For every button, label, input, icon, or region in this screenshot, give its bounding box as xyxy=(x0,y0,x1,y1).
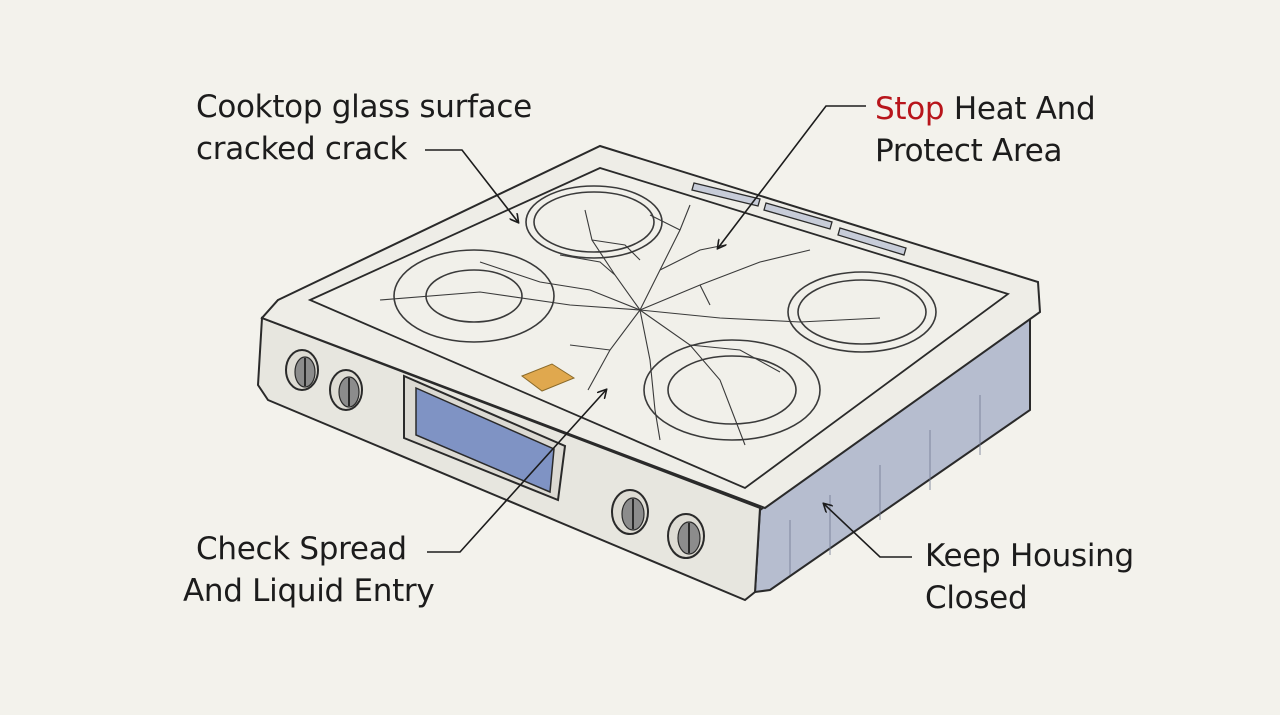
control-slots xyxy=(691,182,907,256)
glass-cracks xyxy=(379,204,881,446)
burner-back-left xyxy=(525,185,663,259)
leader-cooktop xyxy=(425,149,518,222)
control-knob-icon xyxy=(329,369,363,411)
burner-front-left xyxy=(393,249,555,343)
burners xyxy=(393,185,937,441)
label-stop-line2: Protect Area xyxy=(875,133,1063,169)
leader-keep xyxy=(824,504,912,558)
label-cooktop-cracked: Cooktop glass surface cracked crack xyxy=(196,86,532,170)
label-keep-housing: Keep Housing Closed xyxy=(925,535,1134,619)
label-stop-heat: Stop Heat And Protect Area xyxy=(875,88,1096,172)
hot-indicator-icon xyxy=(520,363,576,392)
label-keep-line2: Closed xyxy=(925,580,1028,616)
control-knob-icon xyxy=(285,349,319,391)
label-stop-line1-rest: Heat And xyxy=(944,91,1096,127)
control-knob-icon xyxy=(611,489,649,535)
label-keep-line1: Keep Housing xyxy=(925,538,1134,574)
label-check-line1: Check Spread xyxy=(196,531,407,567)
label-cooktop-line2: cracked crack xyxy=(196,131,408,167)
burner-right xyxy=(787,271,937,353)
label-cooktop-line1: Cooktop glass surface xyxy=(196,89,532,125)
burner-front-right xyxy=(643,339,821,441)
control-knob-icon xyxy=(667,513,705,559)
leader-check xyxy=(427,390,606,553)
label-check-line2: And Liquid Entry xyxy=(183,573,435,609)
label-check-spread: Check Spread And Liquid Entry xyxy=(183,528,435,612)
cooktop-glass-surface xyxy=(307,167,1010,490)
label-stop-emphasis: Stop xyxy=(875,91,945,127)
leader-stop xyxy=(718,105,866,248)
